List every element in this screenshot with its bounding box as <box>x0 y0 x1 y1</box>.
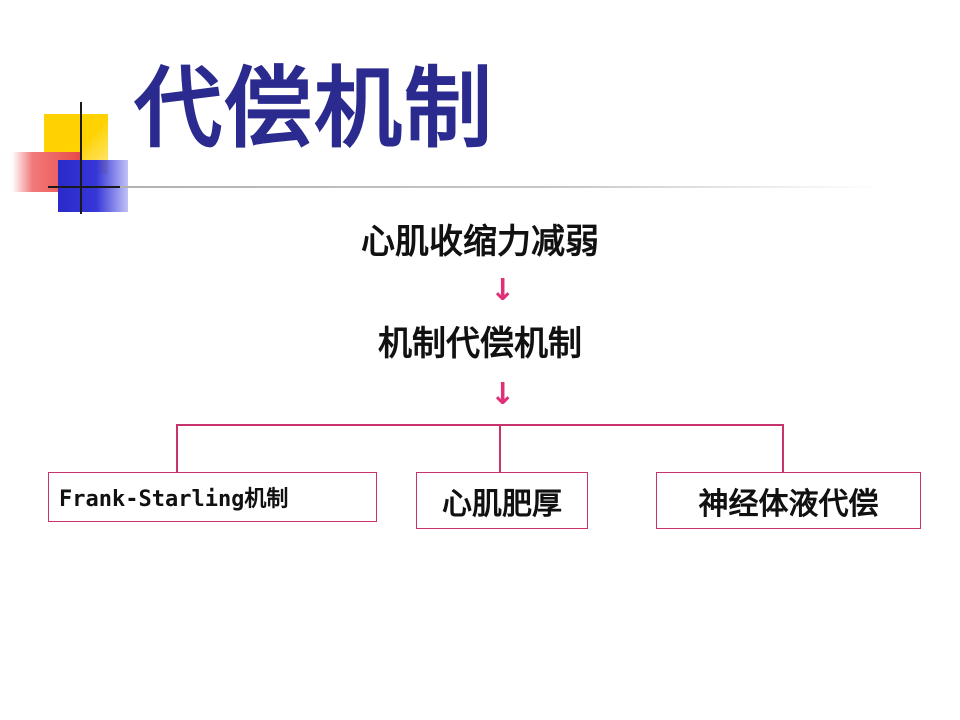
branch-label: 神经体液代偿 <box>698 486 879 522</box>
branch-box-neurohumoral: 神经体液代偿 <box>656 472 921 529</box>
branch-label: Frank-Starling机制 <box>59 487 289 512</box>
node-contractility-decrease: 心肌收缩力减弱 <box>361 222 599 262</box>
title-underline <box>120 186 880 188</box>
branch-box-hypertrophy: 心肌肥厚 <box>416 472 588 529</box>
slide-title: 代偿机制 <box>134 57 495 160</box>
node-compensation-mechanism: 机制代偿机制 <box>378 324 582 364</box>
branch-box-frank-starling: Frank-Starling机制 <box>48 472 377 522</box>
branch-label: 心肌肥厚 <box>442 486 562 522</box>
decor-horizontal-line <box>48 186 120 188</box>
decor-vertical-line <box>80 102 82 214</box>
